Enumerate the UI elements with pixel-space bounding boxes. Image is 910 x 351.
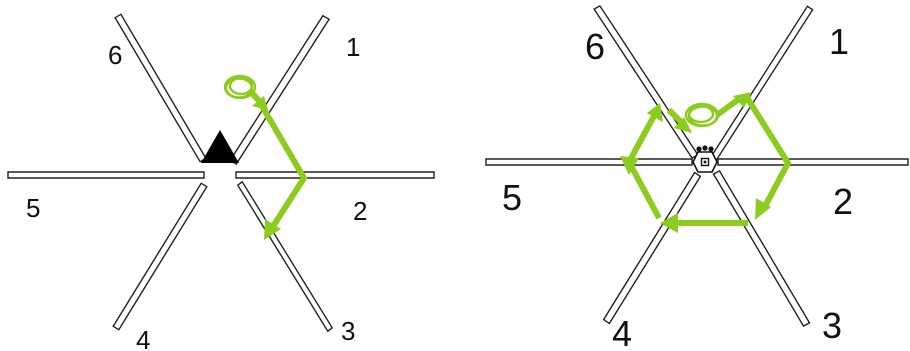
right-start-loop	[684, 102, 720, 128]
left-maze: 1 2 3 4 5 6	[7, 13, 435, 351]
left-route-arrowhead	[264, 219, 281, 240]
left-arm-1	[229, 14, 331, 165]
left-arm-5	[7, 171, 205, 179]
right-arm-3	[712, 169, 811, 328]
right-arm-6	[593, 4, 699, 160]
left-route-path	[259, 104, 308, 230]
right-arm-2	[717, 158, 909, 166]
left-label-arm-5: 5	[26, 193, 40, 223]
left-maze-arms	[7, 13, 435, 333]
right-arm-labels: 1 2 3 4 5 6	[502, 21, 853, 351]
right-label-arm-3: 3	[822, 305, 842, 346]
left-label-arm-4: 4	[136, 325, 150, 351]
left-arm-6	[114, 13, 207, 163]
right-label-arm-1: 1	[829, 21, 849, 62]
left-arm-4	[112, 182, 208, 331]
right-label-arm-6: 6	[585, 26, 605, 67]
left-arm-3	[236, 180, 334, 333]
right-arm-5	[485, 158, 693, 166]
right-robot-icon	[692, 145, 718, 173]
right-route-path	[743, 94, 792, 212]
right-arm-4	[602, 171, 702, 325]
right-label-arm-2: 2	[833, 181, 853, 222]
left-triangle-icon	[201, 130, 239, 163]
right-label-arm-5: 5	[502, 177, 522, 218]
left-label-arm-3: 3	[341, 316, 355, 346]
left-label-arm-1: 1	[346, 32, 360, 62]
right-arm-1	[710, 5, 814, 161]
left-label-arm-2: 2	[353, 196, 367, 226]
left-arm-2	[235, 171, 435, 179]
left-start-loop	[223, 74, 268, 110]
right-maze: 1 2 3 4 5 6	[485, 4, 909, 351]
right-label-arm-4: 4	[612, 313, 632, 351]
left-route-arrow	[259, 104, 308, 240]
left-arm-labels: 1 2 3 4 5 6	[26, 32, 367, 351]
right-route-arrows	[620, 92, 792, 233]
left-label-arm-6: 6	[108, 40, 122, 70]
